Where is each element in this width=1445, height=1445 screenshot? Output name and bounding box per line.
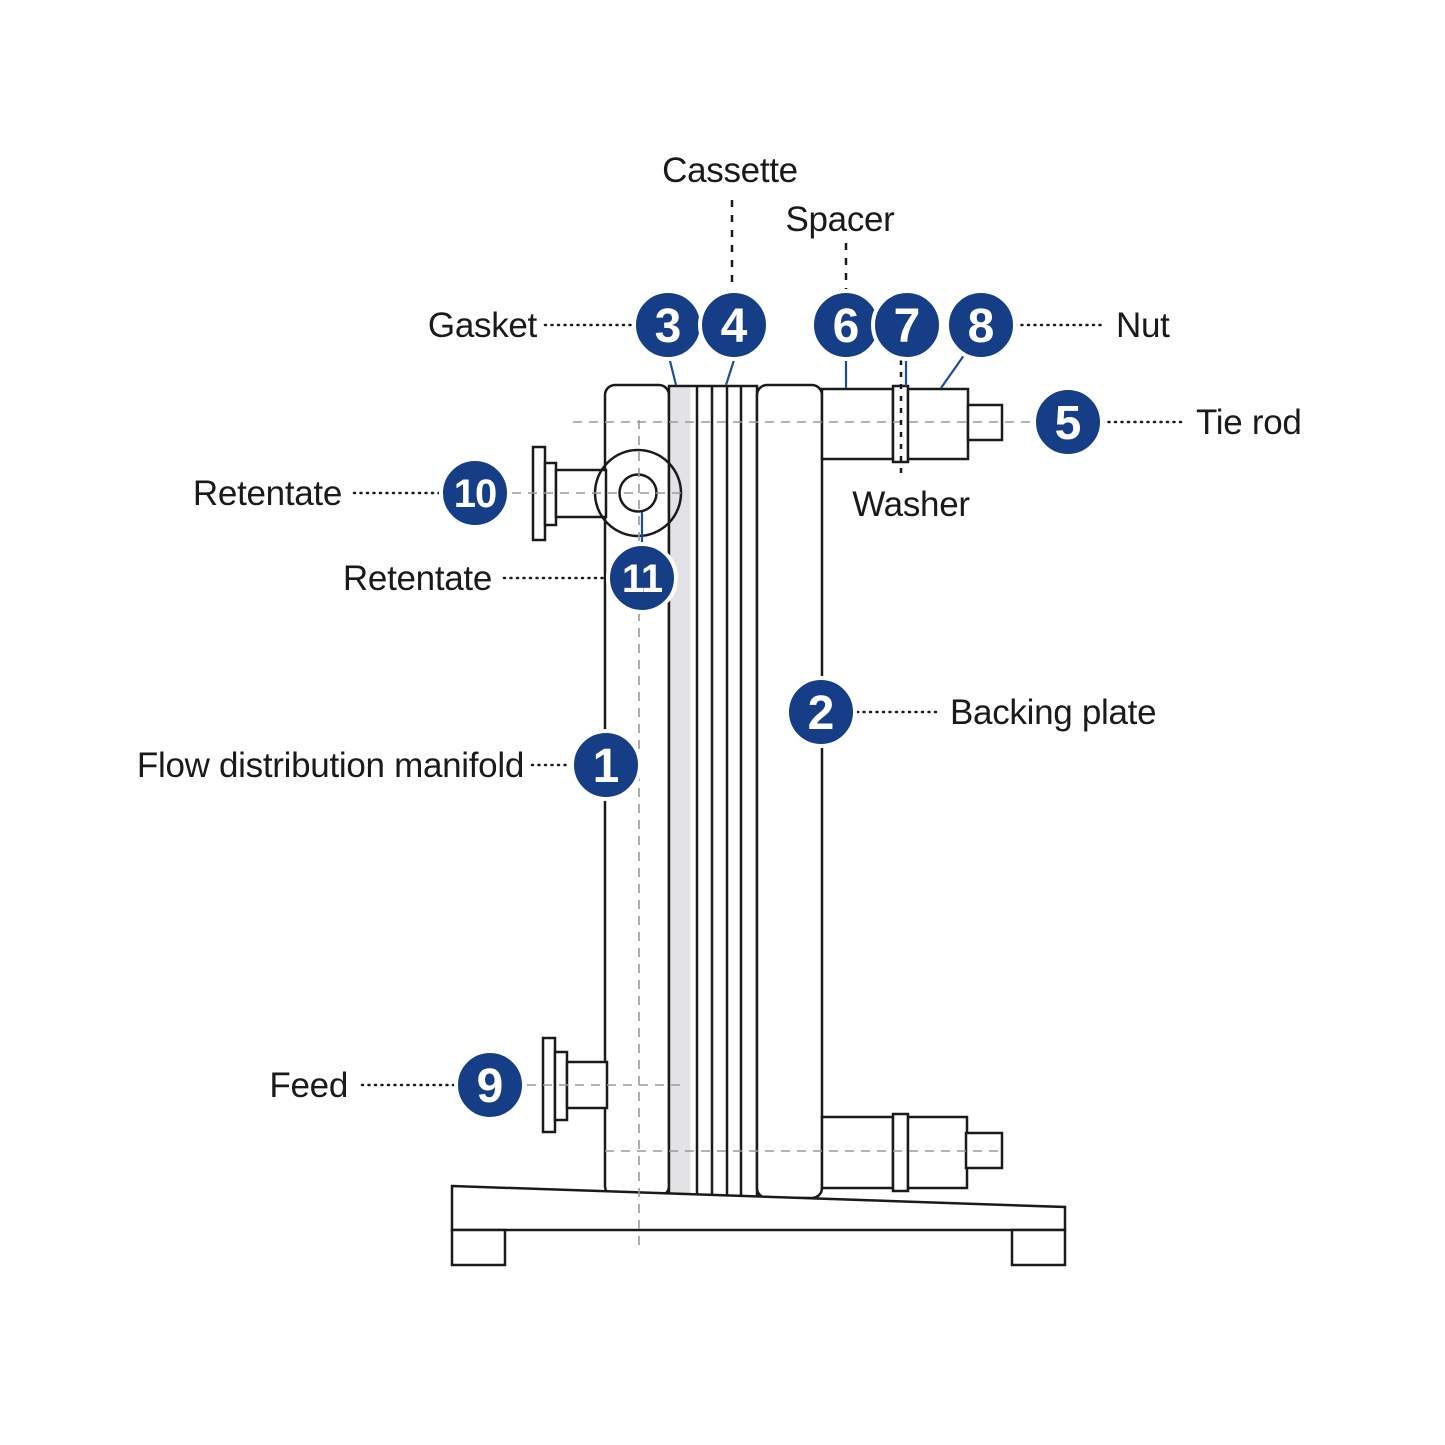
callout-10-number: 10 <box>454 472 497 516</box>
label-backing-plate: Backing plate <box>950 693 1156 732</box>
callout-3: 3 <box>632 289 704 361</box>
callout-1: 1 <box>570 729 642 801</box>
label-washer: Washer <box>852 485 970 524</box>
callout-2: 2 <box>785 676 857 748</box>
pointer-callout-8 <box>940 350 968 389</box>
callout-8-number: 8 <box>968 300 995 353</box>
retentate-port-flange-step <box>543 461 558 527</box>
gasket-strip <box>670 387 691 1198</box>
callout-4-number: 4 <box>721 300 748 353</box>
label-tie-rod: Tie rod <box>1196 403 1302 442</box>
callout-9-number: 9 <box>477 1060 504 1113</box>
spacer-block-top <box>820 387 895 461</box>
label-retentate-bottom: Retentate <box>343 559 492 598</box>
base-foot-left <box>450 1228 507 1267</box>
backing-plate-body <box>755 383 824 1200</box>
pointer-callout-3 <box>667 356 678 386</box>
feed-port-flange-step <box>553 1050 569 1122</box>
label-retentate-top: Retentate <box>193 474 342 513</box>
nut-top <box>906 387 970 461</box>
label-flow-distribution-manifold: Flow distribution manifold <box>137 746 524 785</box>
washer-bottom <box>891 1112 910 1193</box>
label-feed: Feed <box>269 1066 348 1105</box>
callout-11-number: 11 <box>622 557 663 601</box>
callout-11: 11 <box>606 542 678 614</box>
callout-7: 7 <box>871 289 943 361</box>
callout-1-number: 1 <box>593 740 620 793</box>
feed-port-tube <box>565 1060 609 1110</box>
callout-5: 5 <box>1032 386 1104 458</box>
nut-bottom <box>906 1115 969 1190</box>
callout-5-number: 5 <box>1055 397 1082 450</box>
pointer-callout-4 <box>724 356 737 386</box>
label-spacer: Spacer <box>785 200 895 239</box>
callout-10: 10 <box>439 457 511 529</box>
callout-8: 8 <box>945 289 1017 361</box>
callout-7-number: 7 <box>894 300 921 353</box>
label-nut: Nut <box>1116 306 1170 345</box>
label-gasket: Gasket <box>428 306 538 345</box>
label-cassette: Cassette <box>662 151 798 190</box>
callout-6: 6 <box>810 289 882 361</box>
callout-6-number: 6 <box>833 300 860 353</box>
spacer-block-bottom <box>820 1115 895 1190</box>
base-foot-right <box>1010 1228 1067 1267</box>
callout-4: 4 <box>698 289 770 361</box>
callout-9: 9 <box>454 1049 526 1121</box>
callout-3-number: 3 <box>655 300 682 353</box>
callout-2-number: 2 <box>808 687 835 740</box>
